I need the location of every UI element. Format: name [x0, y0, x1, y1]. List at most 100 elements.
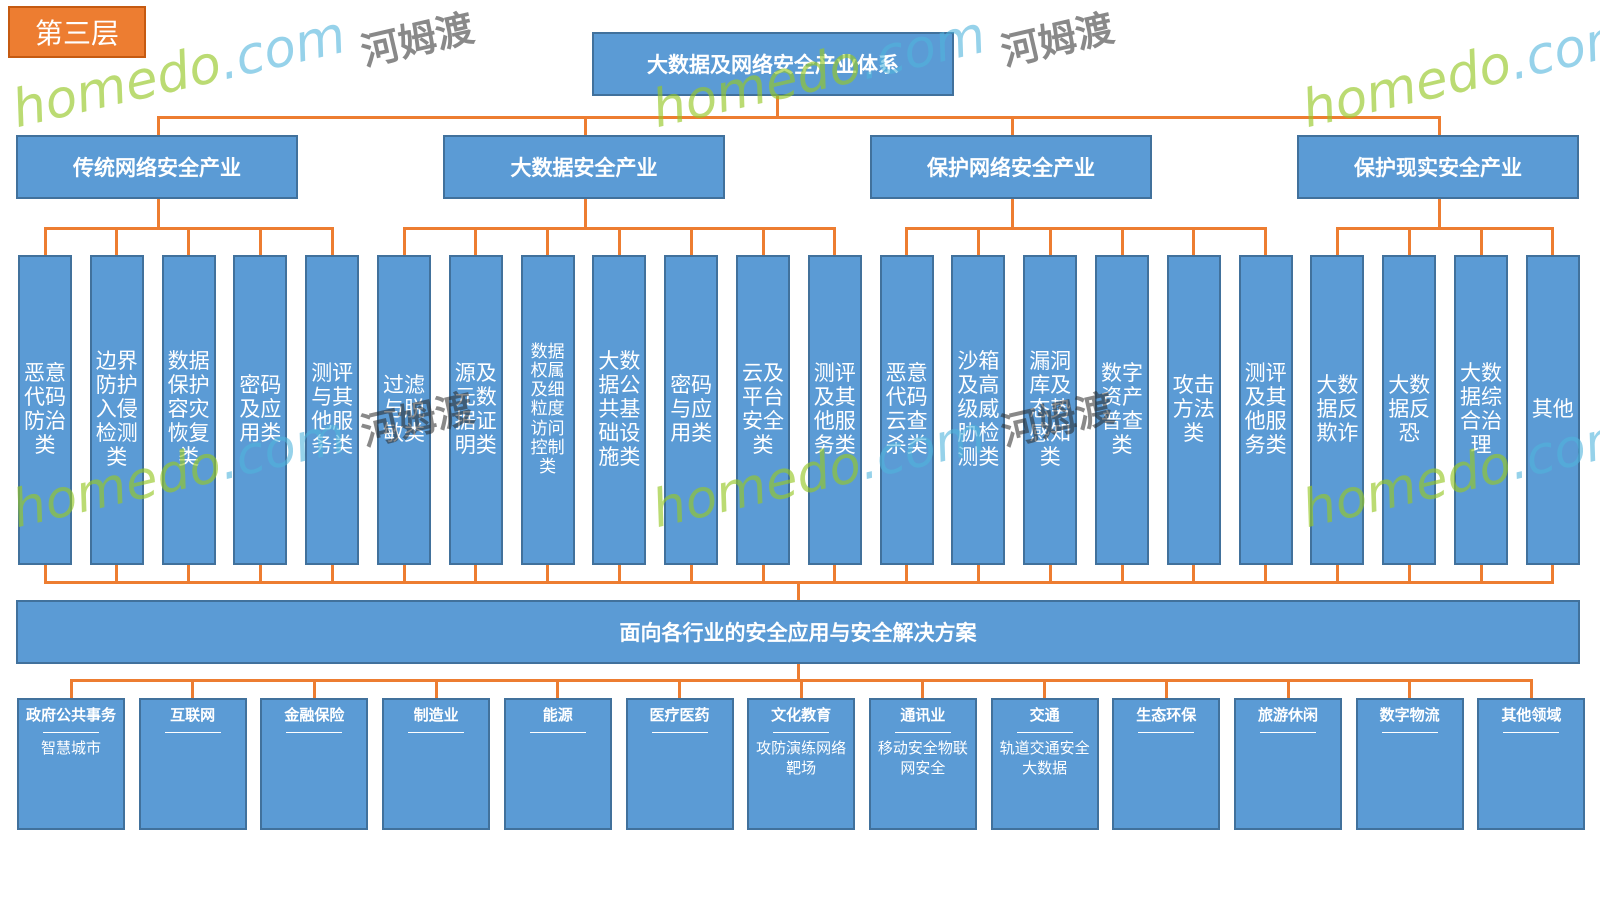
watermark-cn-text: 河姆渡	[356, 5, 478, 75]
connector-line	[1529, 679, 1533, 698]
leaf-node: 测评及其他服务类	[1238, 255, 1293, 565]
connector-line	[115, 227, 119, 255]
industry-box: 旅游休闲	[1234, 698, 1342, 830]
connector-line	[761, 565, 765, 582]
industry-box: 文化教育攻防演练网络靶场	[747, 698, 856, 830]
industry-box: 生态环保	[1112, 698, 1221, 830]
connector-line	[258, 565, 262, 582]
connector-line	[474, 227, 478, 255]
industry-sub: 攻防演练网络靶场	[756, 739, 847, 777]
connector-line	[546, 565, 550, 582]
industry-divider	[286, 732, 343, 733]
connector-line	[761, 227, 765, 255]
industry-divider	[529, 732, 586, 733]
industry-box: 数字物流	[1355, 698, 1464, 830]
industry-name: 互联网	[170, 706, 216, 724]
connector-line	[617, 227, 621, 255]
connector-line	[797, 664, 800, 680]
connector-line	[1192, 227, 1196, 255]
solutions-bar: 面向各行业的安全应用与安全解决方案	[16, 600, 1580, 664]
category-node: 传统网络安全产业	[16, 135, 298, 199]
connector-line	[157, 116, 1441, 119]
industry-name: 生态环保	[1136, 706, 1197, 724]
industry-divider	[408, 732, 465, 733]
industry-box: 金融保险	[260, 698, 369, 830]
connector-line	[157, 116, 160, 135]
leaf-node: 大数据综合治理	[1454, 255, 1508, 565]
watermark-cn: 河姆渡	[987, 0, 1119, 80]
industry-divider	[894, 732, 951, 733]
root-node: 大数据及网络安全产业体系	[592, 32, 954, 96]
connector-line	[546, 227, 550, 255]
connector-line	[43, 227, 47, 255]
leaf-node: 沙箱及高级威胁检测类	[951, 255, 1006, 565]
industry-divider	[1260, 732, 1316, 733]
connector-line	[797, 581, 800, 600]
connector-line	[776, 96, 779, 117]
industry-name: 通讯业	[900, 706, 946, 724]
industry-divider	[773, 732, 830, 733]
leaf-node: 测评与其他服务类	[305, 255, 360, 565]
connector-line	[689, 227, 693, 255]
category-node: 保护网络安全产业	[870, 135, 1152, 199]
connector-line	[1043, 679, 1047, 698]
connector-line	[833, 227, 837, 255]
industry-divider	[1138, 732, 1195, 733]
connector-line	[1164, 679, 1168, 698]
leaf-node: 数据权属及细粒度访问控制类	[520, 255, 575, 565]
leaf-node: 其他	[1525, 255, 1580, 565]
connector-line	[187, 565, 191, 582]
connector-line	[905, 565, 909, 582]
connector-line	[1048, 227, 1052, 255]
watermark: homedo.com	[1297, 5, 1600, 140]
connector-line	[402, 227, 406, 255]
industry-name: 其他领域	[1501, 706, 1562, 724]
connector-line	[921, 679, 925, 698]
connector-line	[187, 227, 191, 255]
connector-line	[976, 565, 980, 582]
connector-line	[905, 227, 1268, 230]
connector-line	[1011, 116, 1014, 135]
connector-line	[191, 679, 195, 698]
connector-line	[905, 227, 909, 255]
connector-line	[1335, 227, 1339, 255]
connector-line	[1286, 679, 1290, 698]
connector-line	[584, 199, 587, 228]
category-node: 大数据安全产业	[443, 135, 725, 199]
industry-name: 医疗医药	[649, 706, 710, 724]
leaf-node: 大数据反恐	[1382, 255, 1437, 565]
connector-line	[1407, 565, 1411, 582]
leaf-node: 数字资产普查类	[1095, 255, 1149, 565]
watermark-brand: homedo	[1296, 33, 1517, 141]
industry-sub: 移动安全物联网安全	[877, 739, 968, 777]
industry-sub: 轨道交通安全大数据	[999, 739, 1090, 777]
connector-line	[1438, 199, 1441, 228]
watermark-dotcom: .com	[1503, 5, 1600, 93]
industry-name: 能源	[542, 706, 573, 724]
connector-line	[556, 679, 560, 698]
connector-line	[1335, 565, 1339, 582]
connector-line	[1479, 565, 1483, 582]
leaf-node: 数据保护容灾恢复类	[161, 255, 216, 565]
industry-name: 交通	[1029, 706, 1060, 724]
industry-name: 制造业	[413, 706, 459, 724]
industry-box: 其他领域	[1477, 698, 1586, 830]
leaf-node: 密码及应用类	[233, 255, 288, 565]
connector-line	[312, 679, 316, 698]
leaf-node: 测评及其他服务类	[807, 255, 862, 565]
leaf-node: 大数据公共基础设施类	[592, 255, 647, 565]
leaf-node: 恶意代码防治类	[18, 255, 72, 565]
industry-box: 互联网	[138, 698, 247, 830]
leaf-node: 攻击方法类	[1166, 255, 1221, 565]
connector-line	[689, 565, 693, 582]
connector-line	[258, 227, 262, 255]
connector-line	[976, 227, 980, 255]
watermark-cn: 河姆渡	[347, 0, 479, 80]
industry-name: 文化教育	[771, 706, 832, 724]
connector-line	[330, 227, 334, 255]
connector-line	[833, 565, 837, 582]
industry-name: 数字物流	[1379, 706, 1440, 724]
industry-box: 通讯业移动安全物联网安全	[868, 698, 977, 830]
connector-line	[1438, 116, 1441, 135]
